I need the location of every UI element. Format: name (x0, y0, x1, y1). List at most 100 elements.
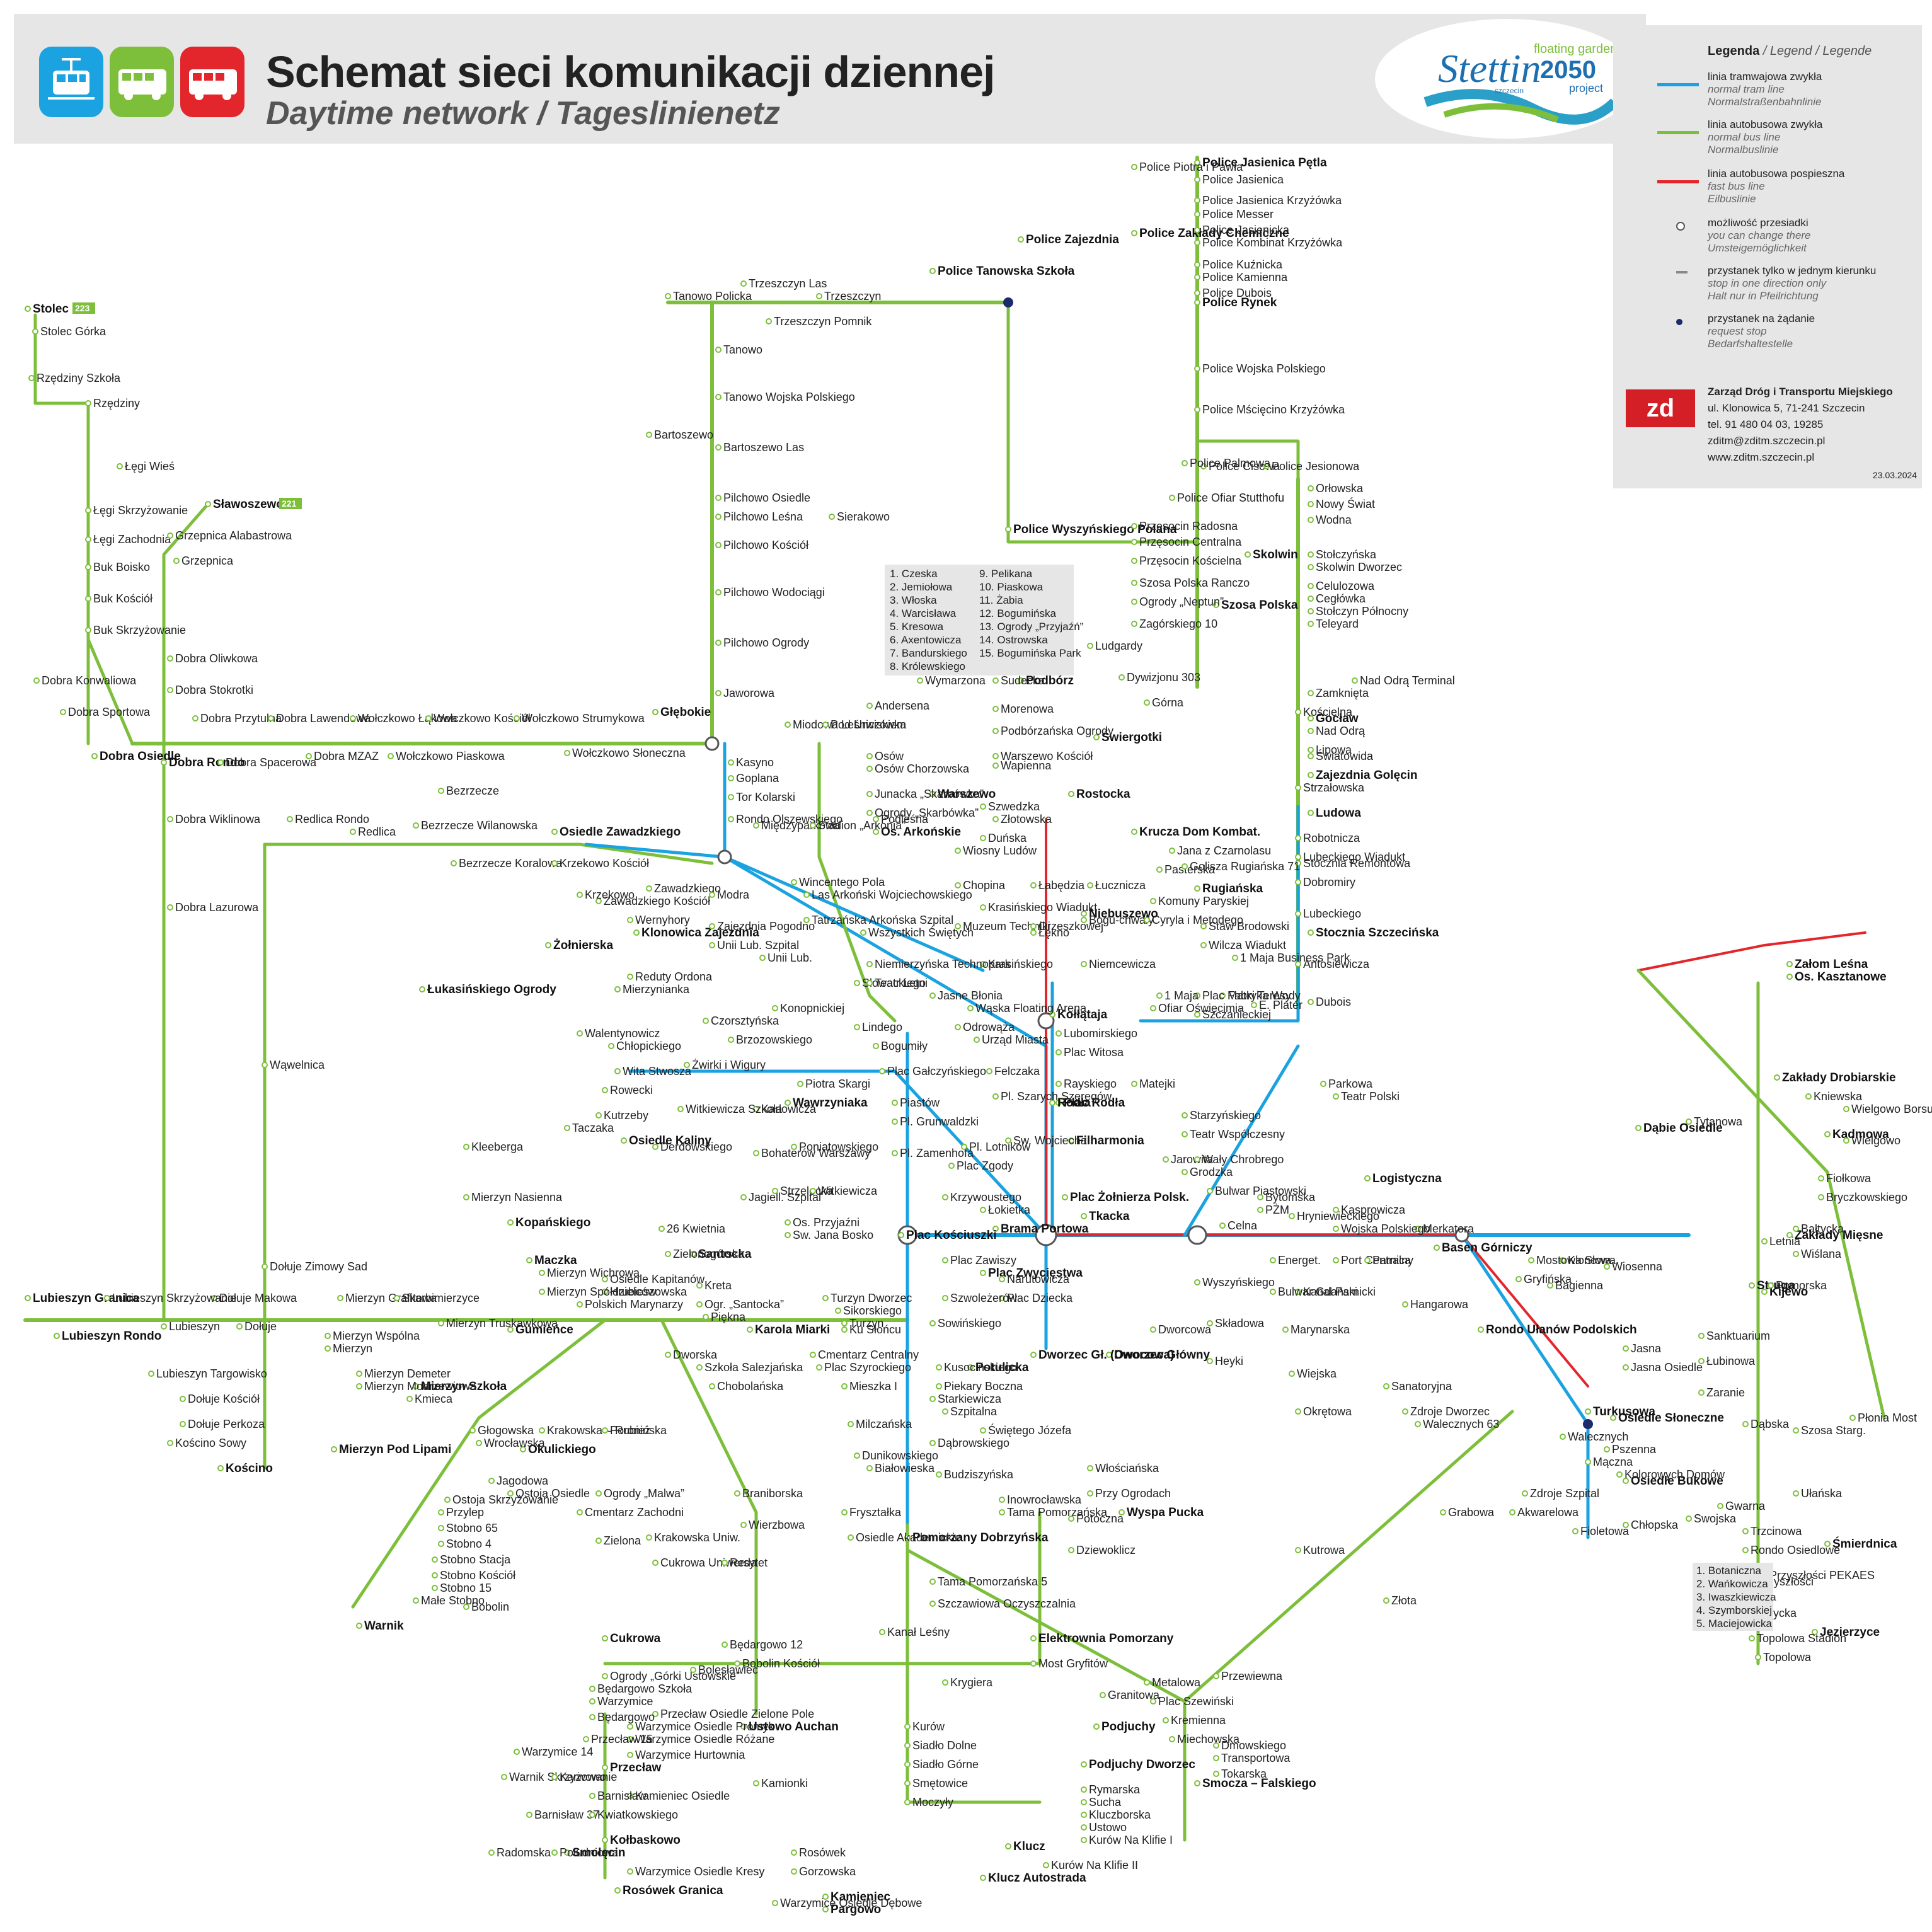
stop-marker[interactable] (1257, 1194, 1263, 1200)
stop-marker[interactable] (1270, 1289, 1276, 1295)
stop-marker[interactable] (1194, 227, 1200, 233)
stop-marker[interactable] (866, 753, 873, 759)
stop-marker[interactable] (1219, 992, 1226, 999)
stop-marker[interactable] (1043, 1862, 1049, 1868)
stop-marker[interactable] (1742, 1421, 1749, 1427)
org-www[interactable]: www.zditm.szczecin.pl (1708, 451, 1815, 463)
stop-marker[interactable] (904, 1534, 911, 1541)
stop-marker[interactable] (1081, 1837, 1087, 1843)
stop-marker[interactable] (1415, 1226, 1421, 1232)
stop-marker[interactable] (1144, 699, 1150, 706)
stop-marker[interactable] (1081, 961, 1087, 967)
stop-marker[interactable] (1515, 1276, 1522, 1282)
stop-marker[interactable] (1793, 1427, 1799, 1434)
stop-marker[interactable] (627, 1736, 633, 1742)
stop-marker[interactable] (85, 627, 91, 633)
stop-marker[interactable] (1194, 365, 1200, 372)
stop-marker[interactable] (331, 1446, 337, 1452)
stop-marker[interactable] (974, 1037, 980, 1043)
stop-marker[interactable] (577, 1509, 583, 1515)
stop-marker[interactable] (1005, 526, 1011, 532)
stop-marker[interactable] (1308, 772, 1314, 778)
stop-marker[interactable] (180, 1421, 186, 1427)
stop-marker[interactable] (1616, 1471, 1623, 1478)
stop-marker[interactable] (879, 1629, 885, 1635)
stop-marker[interactable] (772, 1900, 778, 1906)
stop-marker[interactable] (734, 1490, 740, 1497)
stop-marker[interactable] (892, 1100, 898, 1106)
stop-marker[interactable] (1213, 1742, 1219, 1749)
stop-marker[interactable] (715, 514, 722, 520)
stop-marker[interactable] (791, 1868, 797, 1875)
stop-marker[interactable] (722, 1642, 728, 1648)
stop-marker[interactable] (929, 268, 936, 274)
stop-marker[interactable] (507, 1326, 514, 1333)
stop-marker[interactable] (715, 589, 722, 595)
stop-marker[interactable] (1295, 879, 1301, 885)
stop-marker[interactable] (1081, 1786, 1087, 1793)
stop-marker[interactable] (791, 879, 797, 885)
stop-marker[interactable] (602, 1837, 608, 1843)
stop-marker[interactable] (60, 709, 66, 715)
stop-marker[interactable] (539, 1427, 545, 1434)
stop-marker[interactable] (1131, 558, 1137, 564)
stop-marker[interactable] (942, 1408, 948, 1415)
stop-marker[interactable] (1087, 1465, 1093, 1471)
stop-marker[interactable] (1169, 848, 1175, 854)
stop-marker[interactable] (577, 1301, 583, 1308)
stop-marker[interactable] (1182, 863, 1188, 870)
stop-marker[interactable] (1263, 463, 1270, 469)
stop-marker[interactable] (1131, 580, 1137, 586)
stop-marker[interactable] (608, 1043, 614, 1049)
stop-marker[interactable] (999, 1509, 1005, 1515)
stop-marker[interactable] (646, 885, 652, 892)
stop-marker[interactable] (33, 677, 40, 684)
stop-marker[interactable] (1194, 299, 1200, 306)
stop-marker[interactable] (406, 1396, 413, 1402)
stop-marker[interactable] (1793, 1490, 1799, 1497)
stop-marker[interactable] (879, 1068, 885, 1074)
stop-marker[interactable] (929, 1440, 936, 1446)
stop-marker[interactable] (1824, 1541, 1831, 1547)
stop-marker[interactable] (715, 347, 722, 353)
stop-marker[interactable] (1081, 917, 1087, 923)
stop-marker[interactable] (1295, 709, 1301, 715)
stop-marker[interactable] (595, 1490, 602, 1497)
stop-marker[interactable] (797, 1081, 803, 1087)
stop-marker[interactable] (211, 1295, 217, 1301)
stop-marker[interactable] (929, 1601, 936, 1607)
stop-marker[interactable] (873, 816, 879, 822)
stop-marker[interactable] (1786, 961, 1793, 967)
stop-marker[interactable] (1030, 1635, 1037, 1642)
stop-marker[interactable] (929, 1320, 936, 1326)
stop-marker[interactable] (1182, 1169, 1188, 1175)
stop-marker[interactable] (1257, 1207, 1263, 1213)
stop-marker[interactable] (696, 1282, 703, 1289)
stop-marker[interactable] (1572, 1528, 1578, 1534)
stop-marker[interactable] (1793, 1226, 1799, 1232)
stop-marker[interactable] (148, 1371, 154, 1377)
stop-marker[interactable] (589, 1812, 595, 1818)
stop-marker[interactable] (1383, 1597, 1389, 1604)
stop-marker[interactable] (1150, 898, 1156, 904)
stop-marker[interactable] (722, 1560, 728, 1566)
stop-marker[interactable] (740, 1723, 747, 1730)
stop-marker[interactable] (684, 1062, 690, 1068)
stop-marker[interactable] (803, 917, 810, 923)
stop-marker[interactable] (652, 1560, 658, 1566)
stop-marker[interactable] (1308, 595, 1314, 602)
stop-marker[interactable] (438, 788, 444, 794)
stop-marker[interactable] (1635, 1125, 1642, 1131)
stop-marker[interactable] (1005, 1137, 1011, 1144)
stop-marker[interactable] (829, 514, 835, 520)
stop-marker[interactable] (438, 1541, 444, 1547)
stop-marker[interactable] (173, 558, 180, 564)
stop-marker[interactable] (1308, 517, 1314, 523)
stop-marker[interactable] (602, 1635, 608, 1642)
stop-marker[interactable] (1509, 1509, 1515, 1515)
stop-marker[interactable] (432, 1572, 438, 1578)
stop-marker[interactable] (1131, 539, 1137, 545)
stop-marker[interactable] (1156, 992, 1163, 999)
stop-marker[interactable] (835, 1308, 841, 1314)
stop-marker[interactable] (1295, 860, 1301, 866)
